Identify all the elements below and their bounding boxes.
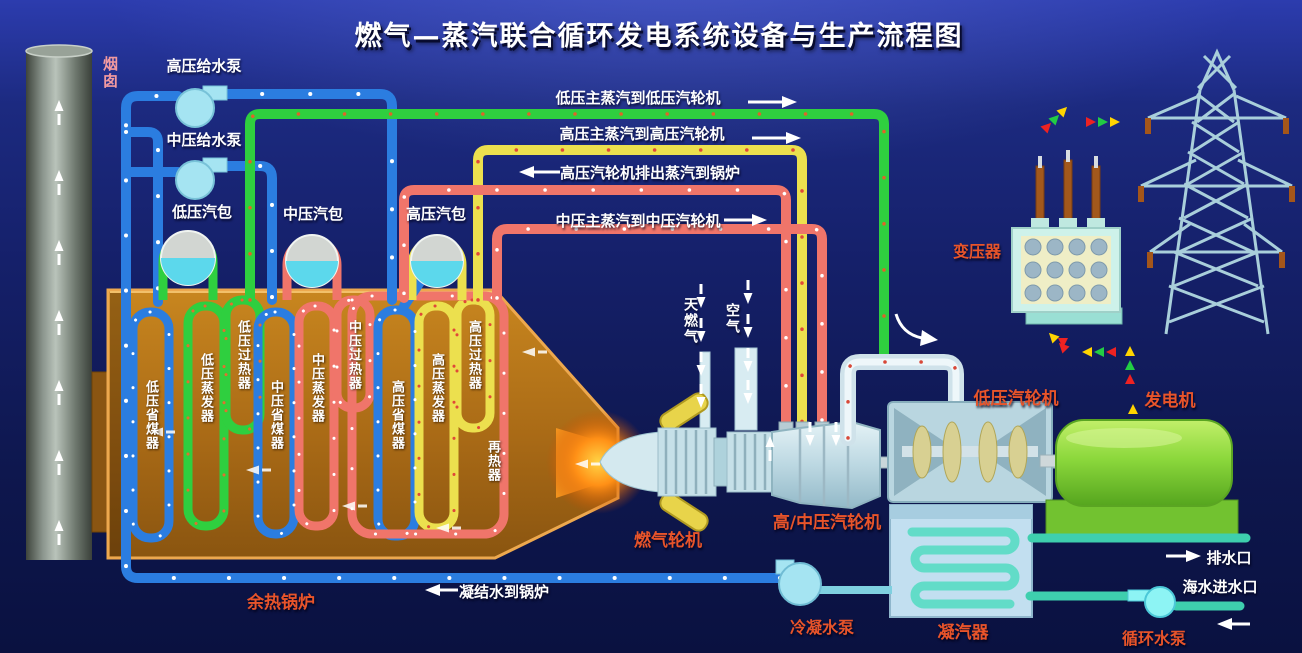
ip-feed-pump-label: 中压给水泵 <box>166 131 242 149</box>
cooling-water-pipes <box>1025 533 1251 611</box>
flow-arrows <box>425 96 1250 630</box>
hp-drum-label: 高压汽包 <box>405 205 467 223</box>
steam-drums <box>160 230 464 288</box>
feedwater-pipe-dots <box>124 92 782 580</box>
drain-outlet-label: 排水口 <box>1206 549 1252 567</box>
seawater-inlet-label: 海水进水口 <box>1182 578 1258 596</box>
lp-main-steam-label: 低压主蒸汽到低压汽轮机 <box>555 89 721 107</box>
lp-evaporator-label: 低压蒸发器 <box>198 353 213 423</box>
ip-superheater-label: 中压过热器 <box>346 320 361 390</box>
lp-turbine-label: 低压汽轮机 <box>973 389 1059 409</box>
chimney-label: 烟囱 <box>101 56 119 90</box>
hp-exhaust-label: 高压汽轮机排出蒸汽到锅炉 <box>559 164 741 182</box>
ip-drum-label: 中压汽包 <box>282 205 344 223</box>
transmission-tower <box>1140 48 1293 335</box>
hp-economizer-label: 高压省煤器 <box>389 380 404 450</box>
gas-turbine <box>599 347 776 532</box>
hp-feed-pump-label: 高压给水泵 <box>166 57 242 75</box>
hp-steam-pipe <box>473 145 807 439</box>
tower-insulators <box>1138 118 1295 268</box>
air-label: 空气 <box>724 303 740 335</box>
gas-turbine-label: 燃气轮机 <box>634 531 702 551</box>
ip-main-steam-label: 中压主蒸汽到中压汽轮机 <box>555 212 721 230</box>
hpip-turbine <box>765 420 881 510</box>
reheat-steam-pipes <box>399 185 827 439</box>
condensate-pump <box>775 559 892 606</box>
ip-evaporator-label: 中压蒸发器 <box>309 353 324 423</box>
natural-gas-label: 天燃气 <box>682 297 698 345</box>
hp-main-steam-label: 高压主蒸汽到高压汽轮机 <box>559 125 725 143</box>
chimney <box>25 44 93 560</box>
condenser <box>889 504 1033 618</box>
lp-turbine <box>887 401 1053 503</box>
generator-label: 发电机 <box>1144 391 1196 411</box>
ip-feed-pump <box>175 157 228 200</box>
circulating-water-pump <box>1127 586 1176 618</box>
hp-steam-drum <box>410 234 464 288</box>
reheater-label: 再热器 <box>485 440 500 482</box>
lp-steam-drum <box>160 230 216 286</box>
condensate-pump-label: 冷凝水泵 <box>789 618 855 637</box>
hrsg-label: 余热锅炉 <box>247 593 315 613</box>
lp-economizer-label: 低压省煤器 <box>143 380 158 450</box>
page-title: 燃气—蒸汽联合循环发电系统设备与生产流程图 <box>354 21 964 52</box>
lp-steam-pipe <box>245 109 889 361</box>
lp-superheater-label: 低压过热器 <box>235 320 250 390</box>
ip-economizer-label: 中压省煤器 <box>268 380 283 450</box>
hp-superheater-label: 高压过热器 <box>466 320 481 390</box>
condensate-to-boiler-label: 凝结水到锅炉 <box>458 583 550 601</box>
lp-drum-label: 低压汽包 <box>171 203 233 221</box>
generator <box>1039 419 1239 541</box>
hp-feed-pump <box>175 85 228 128</box>
crossover-pipe <box>840 313 964 446</box>
hp-evaporator-label: 高压蒸发器 <box>429 353 444 423</box>
transformer-label: 变压器 <box>952 242 1002 261</box>
condenser-label: 凝汽器 <box>937 623 989 643</box>
hpip-turbine-label: 高/中压汽轮机 <box>772 513 882 533</box>
transformer <box>1011 150 1123 325</box>
circulating-pump-label: 循环水泵 <box>1121 629 1187 648</box>
ip-steam-drum <box>285 234 339 288</box>
